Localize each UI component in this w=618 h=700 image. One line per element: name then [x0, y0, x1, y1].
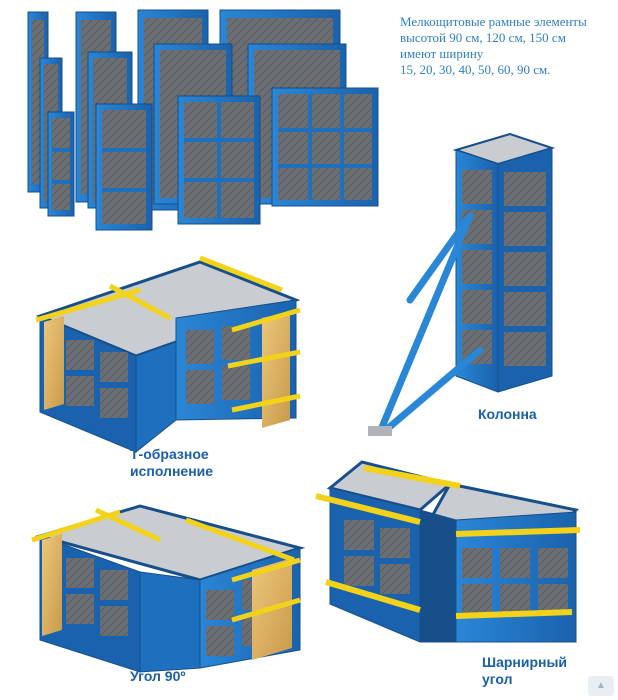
t-shape-label: Т-образное исполнение: [130, 446, 213, 480]
corner90-formwork-group: [31, 504, 306, 673]
corner90-label: Угол 90º: [130, 668, 186, 684]
hinged-corner-formwork-group: [315, 460, 581, 643]
caption-line-3: имеют ширину: [400, 46, 484, 61]
frame-panels-group: [27, 9, 379, 231]
hinged-label-line-1: Шарнирный: [482, 654, 568, 670]
hinged-corner-label: Шарнирный угол: [482, 654, 567, 688]
watermark-logo: ▲: [588, 676, 614, 696]
t-shape-label-line-2: исполнение: [130, 463, 214, 479]
t-shape-formwork-group: [35, 255, 301, 454]
caption-line-4: 15, 20, 30, 40, 50, 60, 90 см.: [400, 62, 551, 77]
caption-line-1: Мелкощитовые рамные элементы: [400, 14, 587, 29]
caption-line-2: высотой 90 см, 120 см, 150 см: [400, 30, 566, 45]
hinged-label-line-2: угол: [482, 671, 513, 687]
column-label: Колонна: [478, 406, 537, 422]
caption-text: Мелкощитовые рамные элементы высотой 90 …: [400, 14, 610, 78]
column-formwork-group: [368, 132, 556, 436]
t-shape-label-line-1: Т-образное: [130, 446, 209, 462]
